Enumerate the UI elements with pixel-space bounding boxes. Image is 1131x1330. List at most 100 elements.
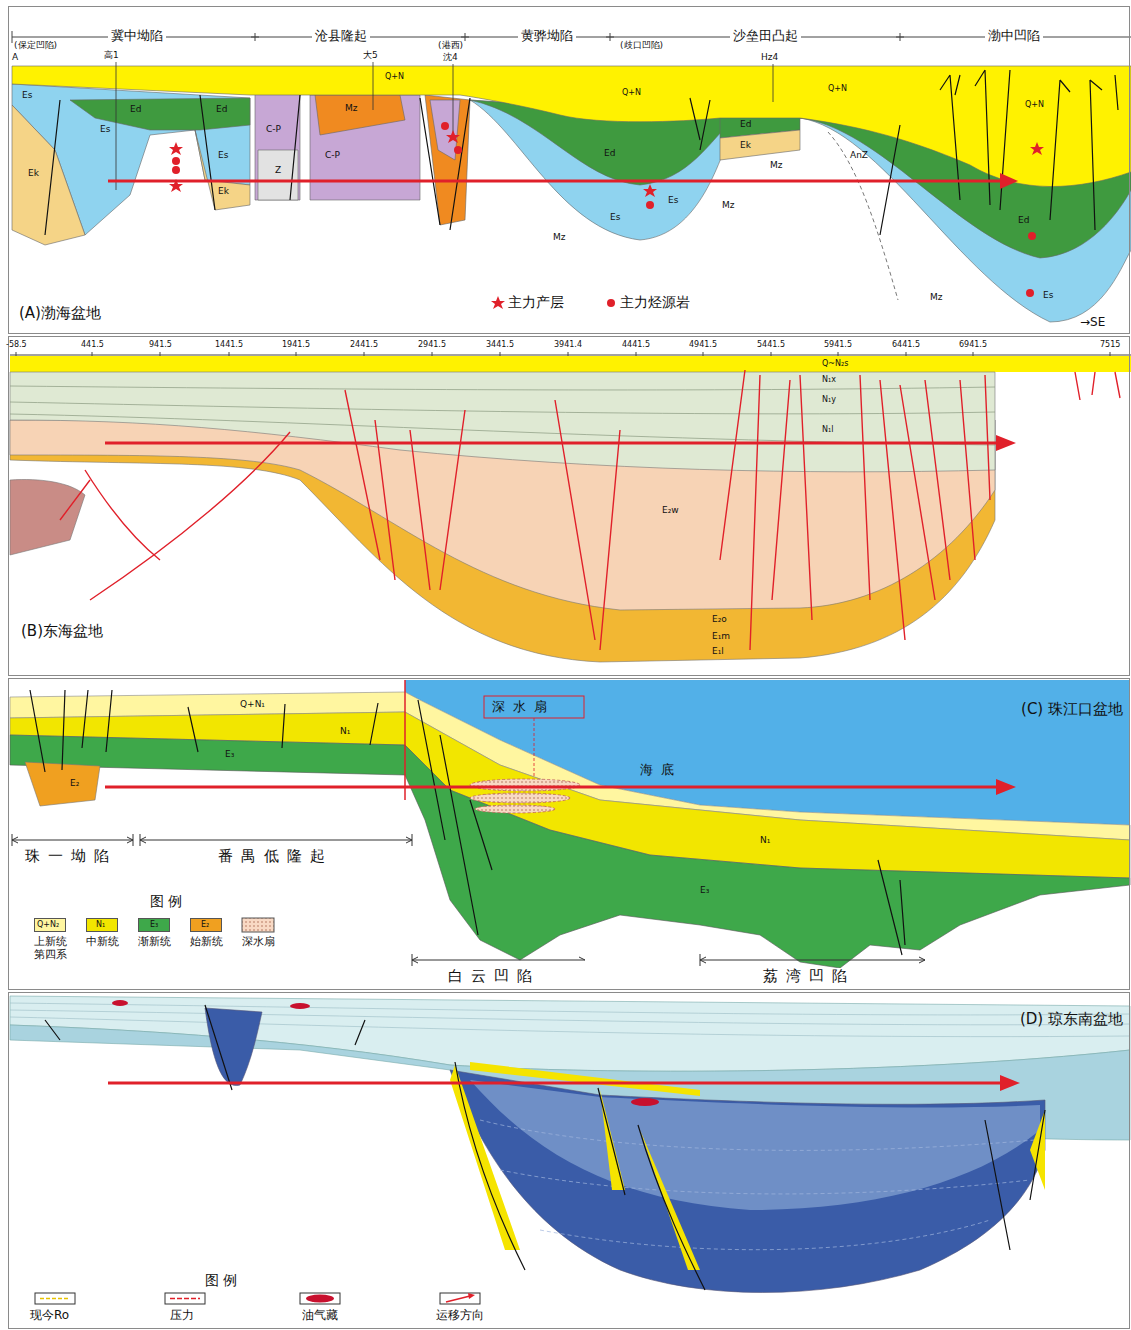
bohai-section-part <box>425 95 470 225</box>
bohai-section-part <box>108 180 1002 183</box>
stratum-label: N₁ <box>340 726 350 736</box>
donghai-section-part <box>10 480 85 555</box>
bohai-section-part-part <box>169 179 183 192</box>
stratum-label: Mz <box>722 200 735 210</box>
stratum-label: E₃ <box>700 885 709 895</box>
stratum-label: Mz <box>770 160 783 170</box>
well-label: 高1 <box>104 50 119 60</box>
well-label: Hz4 <box>761 52 778 62</box>
donghai-section-part <box>10 372 995 472</box>
bohai-section-part <box>720 130 800 160</box>
axis-tick-label: 941.5 <box>149 340 172 349</box>
axis-tick-label: 1941.5 <box>282 340 310 349</box>
zhujiangkou-section-part <box>470 793 570 803</box>
stratum-label: Es <box>668 195 678 205</box>
stratum-label: AnZ <box>850 150 868 160</box>
stratum-label: Z <box>275 165 281 175</box>
zhujiangkou-section <box>10 680 1130 968</box>
bohai-section-part <box>116 62 773 190</box>
region-label: 冀中坳陷 <box>108 29 166 44</box>
axis-tick-label: 441.5 <box>81 340 104 349</box>
stratum-label: E₁m <box>712 631 730 641</box>
zhujiangkou-section-part <box>534 718 535 776</box>
bohai-section-part <box>45 70 1118 235</box>
legend-text: 现今Ro <box>30 1309 69 1323</box>
panel-frame: (A)渤海盆地 <box>8 6 1130 334</box>
stratum-label: Ed <box>740 119 751 129</box>
axis-tick-label: 5441.5 <box>757 340 785 349</box>
bohai-section <box>12 31 1131 332</box>
swatch-code: E₃ <box>150 920 158 929</box>
bohai-section-part <box>12 66 1131 187</box>
seafloor-label: 海底 <box>640 763 682 778</box>
stratum-label: E₂ <box>70 778 79 788</box>
region-label: 渤中凹陷 <box>985 29 1043 44</box>
bohai-section-part-part <box>607 299 615 307</box>
stratum-label: Es <box>218 150 228 160</box>
axis-tick-label: 3941.4 <box>554 340 582 349</box>
region-label: 荔湾凹陷 <box>760 968 858 985</box>
qiongdongnan-section-part <box>10 1003 1130 1037</box>
qiongdongnan-section <box>10 996 1130 1304</box>
section-end-label: A <box>12 52 18 62</box>
region-label: 番禺低隆起 <box>215 848 336 865</box>
stratum-label: Ed <box>130 104 141 114</box>
bohai-section-part <box>195 130 250 210</box>
donghai-section-part <box>996 435 1016 451</box>
stratum-label: Es <box>1043 290 1053 300</box>
donghai-section-part <box>60 432 290 600</box>
stratum-label: E₁l <box>712 646 724 656</box>
panel-title: (B)东海盆地 <box>21 623 103 640</box>
axis-tick-label: 4441.5 <box>622 340 650 349</box>
stratum-label: Es <box>610 212 620 222</box>
swatch-code: E₂ <box>201 920 209 929</box>
qiongdongnan-section-part <box>306 1295 334 1303</box>
stratum-label: Ek <box>218 186 229 196</box>
region-label: (港西) <box>438 40 463 50</box>
stratum-label: E₂w <box>662 505 679 515</box>
stratum-label: Q+N <box>828 84 847 93</box>
stratum-label: N₁y <box>822 395 836 404</box>
zhujiangkou-section-part <box>404 680 406 800</box>
swatch-code: Q+N₂ <box>37 920 59 929</box>
panel-frame: (D) 琼东南盆地 <box>8 992 1130 1329</box>
stratum-label: E₃ <box>225 749 234 759</box>
legend-text: 主力产层 <box>508 294 564 310</box>
region-label: 沙垒田凸起 <box>730 29 801 44</box>
zhujiangkou-section-part <box>10 735 1130 968</box>
axis-tick-label: 3441.5 <box>486 340 514 349</box>
zhujiangkou-section-part <box>242 918 274 932</box>
bohai-section-part-part <box>169 142 183 155</box>
donghai-section-part <box>105 442 998 445</box>
zhujiangkou-section-part <box>12 837 925 963</box>
stratum-label: Ed <box>216 104 227 114</box>
bohai-section-part-part <box>491 296 505 309</box>
panel-title: (D) 琼东南盆地 <box>1020 1011 1123 1028</box>
axis-tick-label: 2441.5 <box>350 340 378 349</box>
zhujiangkou-section-part <box>475 805 555 813</box>
legend-text: 油气藏 <box>302 1309 338 1323</box>
stratum-label: N₁l <box>822 425 833 434</box>
bohai-section-part <box>315 95 405 135</box>
bohai-section-part <box>12 66 1131 332</box>
qiongdongnan-section-part <box>165 1293 205 1304</box>
region-label: (歧口凹陷) <box>620 40 663 50</box>
stratum-label: Es <box>100 124 110 134</box>
bohai-section-part-part <box>1030 142 1044 155</box>
legend-text: 上新统 第四系 <box>30 936 70 961</box>
zhujiangkou-section-part <box>30 690 905 955</box>
zhujiangkou-section-part <box>105 786 998 789</box>
axis-tick-label: 6441.5 <box>892 340 920 349</box>
bohai-section-part-part <box>646 201 654 209</box>
bohai-section-part <box>12 105 85 245</box>
bohai-section-part <box>1000 173 1018 189</box>
bohai-section-part-part <box>1026 289 1034 297</box>
stratum-label: C-P <box>325 150 340 160</box>
qiongdongnan-section-part <box>205 1008 262 1086</box>
qiongdongnan-section-part <box>631 1098 659 1106</box>
donghai-section-part <box>10 356 1131 372</box>
stratum-label: Mz <box>345 103 358 113</box>
donghai-section-part <box>10 386 995 445</box>
legend-text: 压力 <box>170 1309 194 1323</box>
zhujiangkou-section-part <box>12 834 925 966</box>
